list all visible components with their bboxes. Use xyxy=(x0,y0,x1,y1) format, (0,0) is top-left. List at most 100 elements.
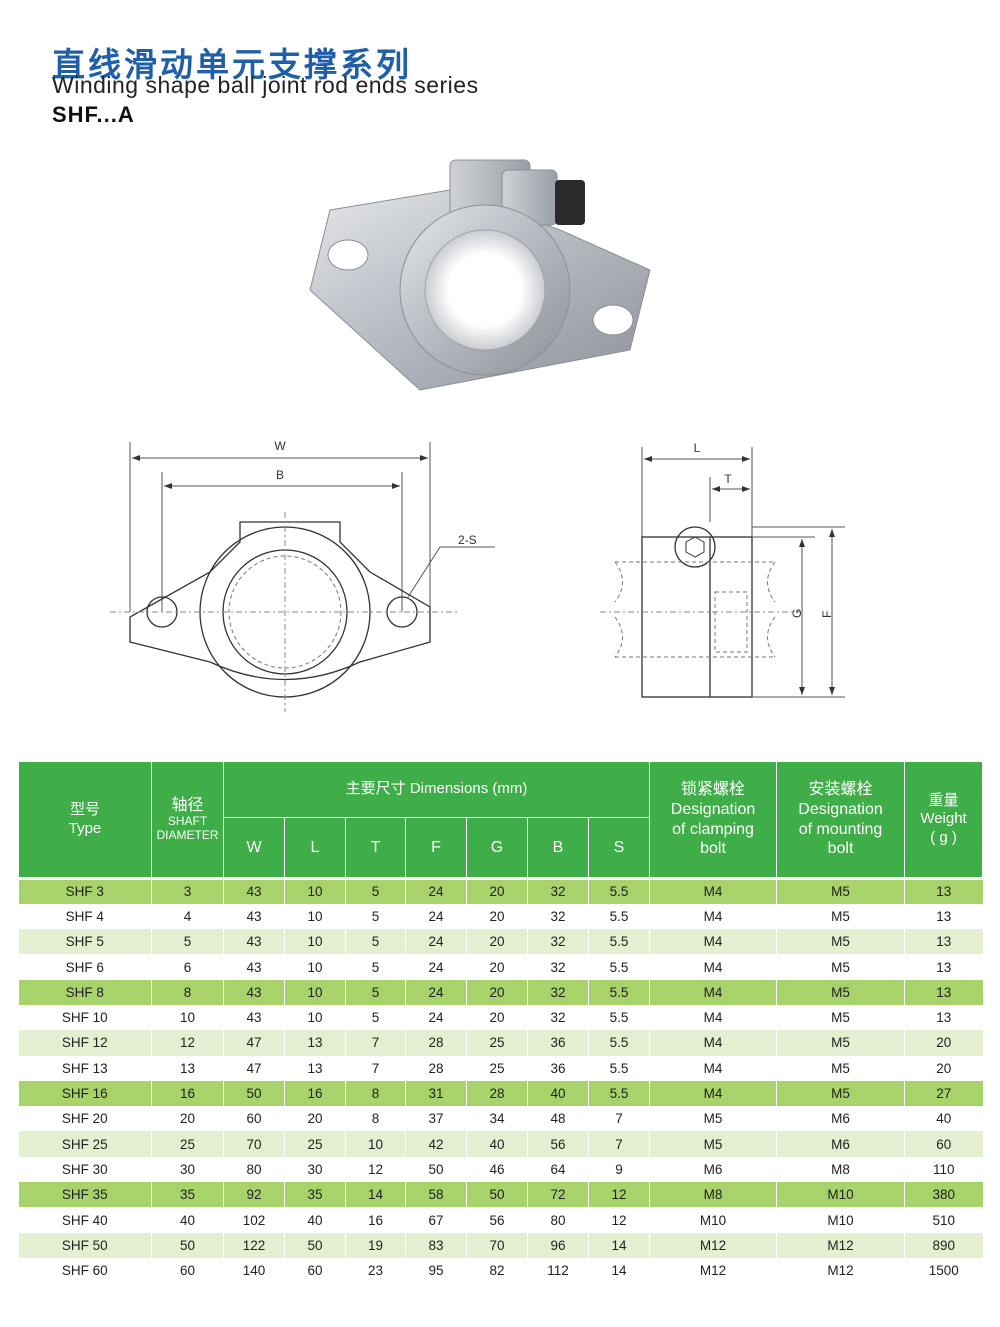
cell-f: 95 xyxy=(405,1257,467,1284)
cell-shaft: 6 xyxy=(151,954,224,980)
cell-s: 12 xyxy=(587,1182,650,1208)
cell-shaft: 12 xyxy=(151,1030,224,1056)
cell-weight: 40 xyxy=(904,1106,983,1132)
cell-b: 64 xyxy=(527,1156,589,1183)
cell-f: 24 xyxy=(405,979,467,1005)
header-shaft-cn: 轴径 xyxy=(171,796,204,814)
cell-b: 32 xyxy=(527,903,589,930)
cell-f: 67 xyxy=(405,1207,467,1233)
cell-f: 24 xyxy=(405,1004,467,1031)
cell-g: 50 xyxy=(466,1182,528,1208)
cell-g: 46 xyxy=(466,1156,528,1183)
cell-t: 8 xyxy=(345,1080,406,1107)
cell-s: 7 xyxy=(587,1106,650,1132)
cell-weight: 380 xyxy=(904,1182,983,1208)
cell-clamp: M4 xyxy=(649,903,777,930)
cell-clamp: M4 xyxy=(649,979,777,1005)
cell-shaft: 50 xyxy=(151,1232,224,1258)
cell-g: 25 xyxy=(466,1055,528,1081)
cell-s: 14 xyxy=(587,1232,650,1258)
cell-w: 140 xyxy=(223,1257,285,1284)
cell-t: 16 xyxy=(345,1207,406,1233)
cell-weight: 13 xyxy=(904,979,983,1005)
header-shaft: 轴径 SHAFT DIAMETER xyxy=(151,761,224,879)
cell-f: 31 xyxy=(405,1080,467,1107)
cell-mount: M5 xyxy=(776,1080,905,1107)
cell-w: 43 xyxy=(223,954,285,980)
cell-g: 20 xyxy=(466,876,528,904)
cell-g: 82 xyxy=(466,1257,528,1284)
cell-l: 40 xyxy=(284,1207,346,1233)
cell-s: 5.5 xyxy=(587,1080,650,1107)
header-mount-en1: Designation xyxy=(798,800,883,818)
header-type-cn: 型号 xyxy=(69,801,100,819)
cell-t: 5 xyxy=(345,979,406,1005)
cell-s: 5.5 xyxy=(587,954,650,980)
cell-mount: M5 xyxy=(776,1004,905,1031)
cell-b: 96 xyxy=(527,1232,589,1258)
cell-shaft: 5 xyxy=(151,929,224,955)
cell-b: 32 xyxy=(527,979,589,1005)
cell-weight: 20 xyxy=(904,1030,983,1056)
cell-clamp: M12 xyxy=(649,1257,777,1284)
cell-w: 43 xyxy=(223,876,285,904)
header-col-s: S xyxy=(587,817,651,879)
cell-w: 47 xyxy=(223,1055,285,1081)
cell-f: 24 xyxy=(405,903,467,930)
cell-s: 5.5 xyxy=(587,929,650,955)
cell-s: 14 xyxy=(587,1257,650,1284)
dim-2s-label: 2-S xyxy=(458,533,477,547)
cell-s: 9 xyxy=(587,1156,650,1183)
cell-clamp: M4 xyxy=(649,1030,777,1056)
header-mounting-bolt: 安装螺栓 Designation of mounting bolt xyxy=(776,761,906,879)
cell-g: 20 xyxy=(466,929,528,955)
header-weight-en: Weight xyxy=(920,810,967,828)
cell-type: SHF 8 xyxy=(18,979,152,1005)
cell-w: 43 xyxy=(223,1004,285,1031)
cell-t: 5 xyxy=(345,903,406,930)
cell-l: 10 xyxy=(284,954,346,980)
cell-shaft: 35 xyxy=(151,1182,224,1208)
header-shaft-en1: SHAFT xyxy=(167,814,208,829)
cell-g: 70 xyxy=(466,1232,528,1258)
header-weight-unit: ( g ) xyxy=(930,828,957,846)
header-mount-en2: of mounting xyxy=(798,820,883,838)
header-clamp-cn: 锁紧螺栓 xyxy=(681,781,746,799)
cell-s: 12 xyxy=(587,1207,650,1233)
cell-type: SHF 16 xyxy=(18,1080,152,1107)
title-cn: 直线滑动单元支撑系列 xyxy=(52,45,412,84)
cell-clamp: M4 xyxy=(649,929,777,955)
cell-shaft: 20 xyxy=(151,1106,224,1132)
cell-t: 10 xyxy=(345,1131,406,1157)
cell-l: 10 xyxy=(284,929,346,955)
cell-g: 25 xyxy=(466,1030,528,1056)
model-label: SHF...A xyxy=(52,102,135,127)
cell-g: 40 xyxy=(466,1131,528,1157)
cell-b: 32 xyxy=(527,954,589,980)
cell-g: 20 xyxy=(466,1004,528,1031)
cell-l: 10 xyxy=(284,1004,346,1031)
cell-w: 80 xyxy=(223,1156,285,1183)
cell-mount: M10 xyxy=(776,1207,905,1233)
cell-weight: 13 xyxy=(904,954,983,980)
cell-type: SHF 4 xyxy=(18,903,152,930)
cell-f: 42 xyxy=(405,1131,467,1157)
cell-weight: 510 xyxy=(904,1207,983,1233)
cell-weight: 20 xyxy=(904,1055,983,1081)
cell-s: 5.5 xyxy=(587,979,650,1005)
cell-shaft: 30 xyxy=(151,1156,224,1183)
cell-g: 20 xyxy=(466,954,528,980)
cell-w: 60 xyxy=(223,1106,285,1132)
dim-b-label: B xyxy=(276,468,284,482)
header-dimensions: 主要尺寸 Dimensions (mm) xyxy=(222,761,651,818)
cell-l: 10 xyxy=(284,876,346,904)
dim-t-label: T xyxy=(724,472,732,486)
cell-mount: M5 xyxy=(776,1030,905,1056)
